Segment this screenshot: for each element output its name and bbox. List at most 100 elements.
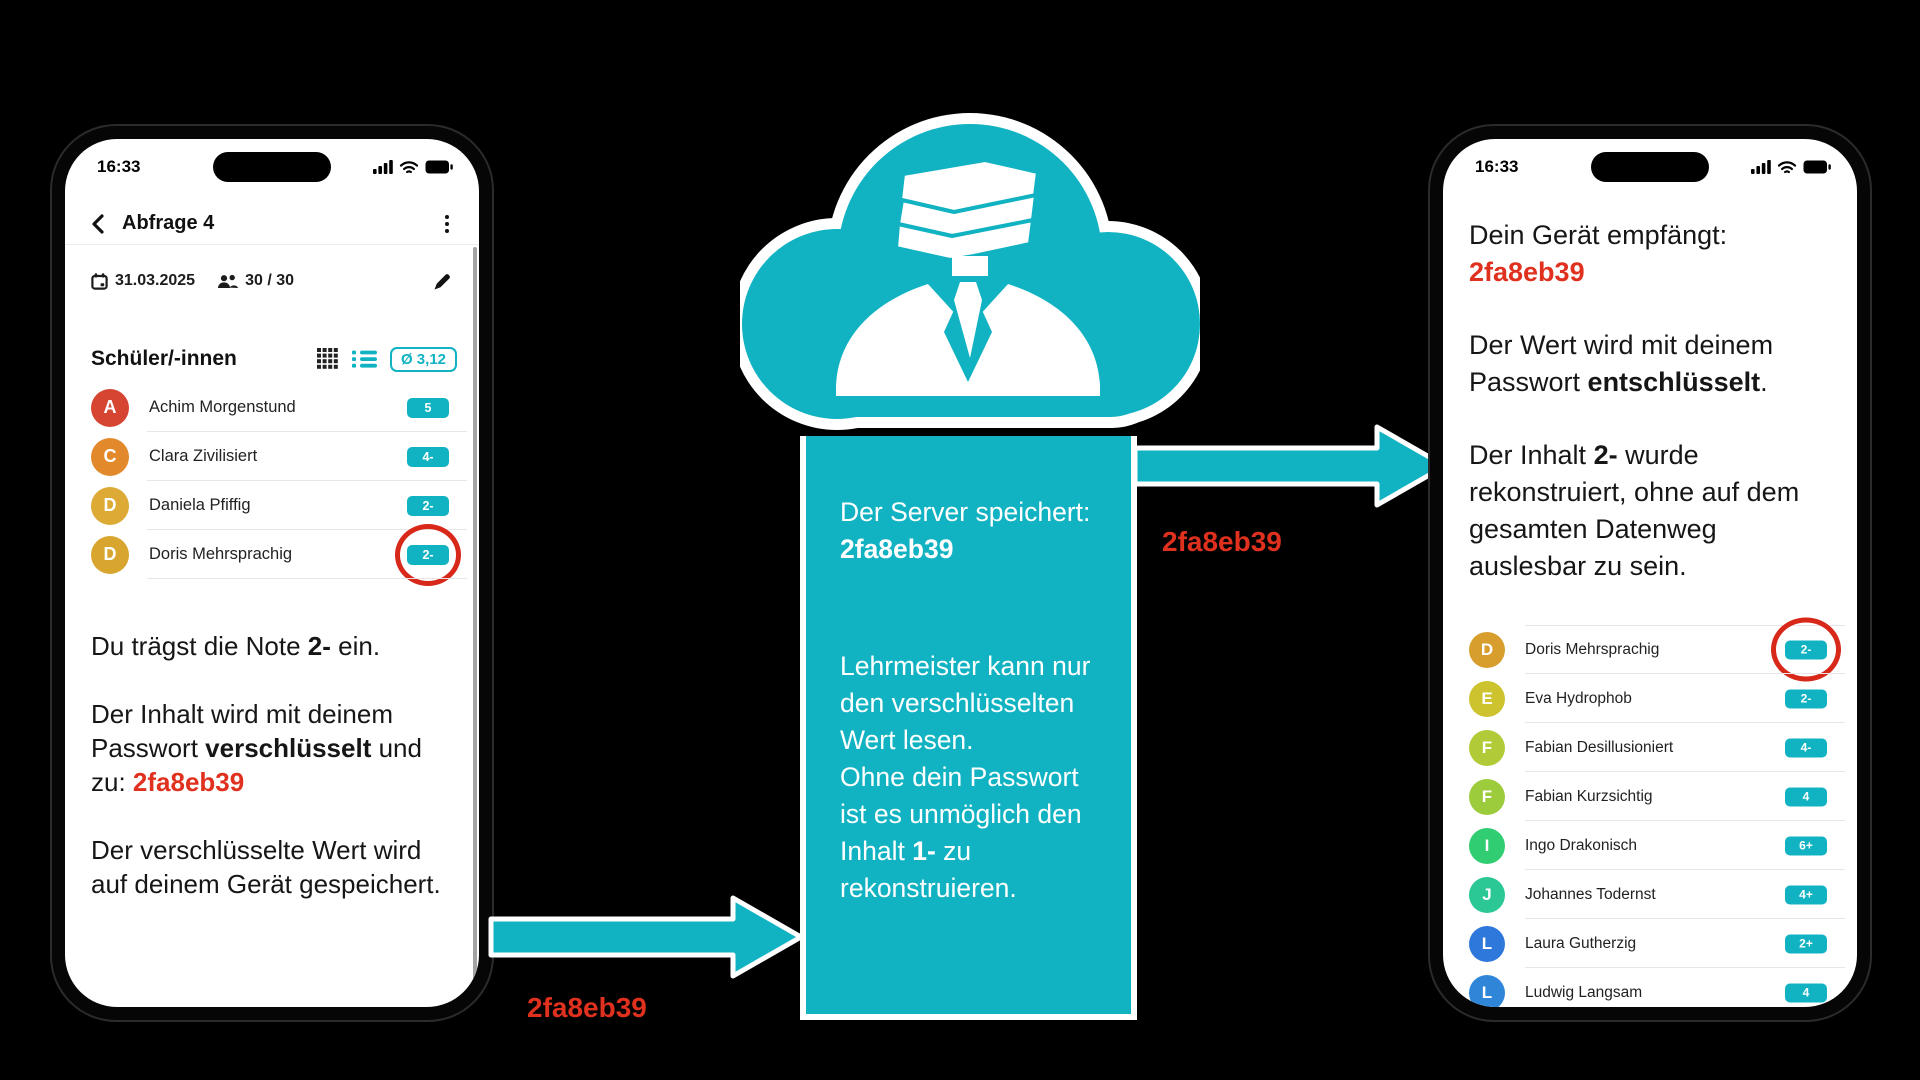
- student-name: Daniela Pfiffig: [149, 496, 251, 514]
- text-segment: wurde: [1617, 440, 1699, 470]
- paragraph: Dein Gerät empfängt:2fa8eb39: [1469, 217, 1841, 291]
- text-segment: Der Wert wird mit deinem: [1469, 330, 1774, 360]
- cellular-bars-icon: [1751, 160, 1771, 174]
- edit-pencil-button[interactable]: [432, 271, 453, 292]
- left-phone-screen: 16:33 Abfrage 4: [65, 139, 479, 1007]
- student-name: Doris Mehrsprachig: [149, 545, 293, 563]
- text-segment: zu:: [91, 767, 133, 797]
- student-name: Clara Zivilisiert: [149, 447, 258, 465]
- clock-text: 16:33: [97, 157, 141, 176]
- cipher-label-right: 2fa8eb39: [1162, 526, 1282, 557]
- avatar: I: [1469, 827, 1505, 864]
- grid-view-icon[interactable]: [316, 348, 339, 370]
- text-segment: verschlüsselt: [205, 733, 372, 763]
- text-segment: den verschlüsselten: [840, 688, 1075, 718]
- text-segment: .: [1760, 367, 1768, 397]
- grade-badge[interactable]: 2-: [407, 495, 449, 516]
- student-row[interactable]: D Daniela Pfiffig 2-: [91, 481, 467, 530]
- arrow-left-to-server: [488, 895, 804, 979]
- battery-icon: [425, 160, 453, 174]
- cellular-bars-icon: [373, 160, 393, 174]
- grade-badge[interactable]: 6+: [1785, 836, 1827, 855]
- grade-badge[interactable]: 4-: [407, 446, 449, 467]
- list-view-icon[interactable]: [351, 349, 377, 369]
- text-segment: Der verschlüsselte Wert wird: [91, 835, 422, 865]
- text-segment: Der Inhalt: [1469, 440, 1594, 470]
- page-title: Abfrage 4: [122, 212, 215, 234]
- avatar: L: [1469, 925, 1505, 962]
- avatar: F: [1469, 778, 1505, 815]
- wifi-icon: [399, 160, 419, 175]
- student-row[interactable]: L Laura Gutherzig 2+: [1469, 919, 1845, 968]
- text-segment: auslesbar zu sein.: [1469, 551, 1687, 581]
- avatar: D: [91, 486, 129, 525]
- text-segment: 2-: [1593, 440, 1618, 470]
- grade-badge[interactable]: 4+: [1785, 885, 1827, 904]
- text-segment: rekonstruieren.: [840, 873, 1017, 903]
- status-bar: 16:33: [1443, 151, 1857, 183]
- battery-icon: [1803, 160, 1831, 174]
- wifi-icon: [1777, 160, 1797, 175]
- avatar: D: [1469, 631, 1505, 668]
- students-section-header: Schüler/-innen Ø 3,12: [91, 339, 457, 379]
- grade-badge[interactable]: 4: [1785, 787, 1827, 806]
- participants-count: 30 / 30: [245, 272, 295, 289]
- grade-badge[interactable]: 5: [407, 397, 449, 418]
- grade-badge[interactable]: 4: [1785, 983, 1827, 1002]
- avatar: L: [1469, 974, 1505, 1007]
- student-name: Johannes Todernst: [1525, 885, 1656, 903]
- average-grade-badge: Ø 3,12: [389, 346, 457, 372]
- scrollbar[interactable]: [473, 247, 477, 991]
- calendar-icon: [91, 272, 108, 290]
- student-row[interactable]: L Ludwig Langsam 4: [1469, 968, 1837, 1007]
- clock-text: 16:33: [1475, 157, 1519, 176]
- students-section-title: Schüler/-innen: [91, 347, 237, 370]
- text-segment: und: [371, 733, 422, 763]
- cloud-icon: [740, 113, 1200, 430]
- text-segment: Wert lesen.: [840, 725, 974, 755]
- text-segment: rekonstruiert, ohne auf dem: [1469, 477, 1800, 507]
- dynamic-island: [1591, 152, 1709, 182]
- more-menu-button[interactable]: [441, 211, 453, 237]
- grade-badge[interactable]: 2+: [1785, 934, 1827, 953]
- paragraph: Du trägst die Note 2- ein.: [91, 629, 467, 663]
- text-segment: Passwort: [91, 733, 206, 763]
- cipher-label-left: 2fa8eb39: [527, 992, 647, 1023]
- text-segment: 2-: [307, 631, 331, 661]
- student-name: Laura Gutherzig: [1525, 934, 1637, 952]
- student-row[interactable]: A Achim Morgenstund 5: [91, 383, 467, 432]
- people-icon: [217, 274, 238, 289]
- grade-badge[interactable]: 4-: [1785, 738, 1827, 757]
- text-segment: Passwort: [1469, 367, 1588, 397]
- student-row[interactable]: C Clara Zivilisiert 4-: [91, 432, 467, 481]
- student-name: Ludwig Langsam: [1525, 983, 1643, 1001]
- text-segment: entschlüsselt: [1587, 367, 1761, 397]
- back-button[interactable]: [91, 213, 104, 234]
- text-segment: auf deinem Gerät gespeichert.: [91, 869, 441, 899]
- text-segment: Dein Gerät empfängt:: [1469, 220, 1728, 250]
- dynamic-island: [213, 152, 331, 182]
- grade-badge[interactable]: 2-: [1785, 689, 1827, 708]
- arrow-server-to-right: [1132, 424, 1448, 508]
- text-segment: ein.: [330, 631, 381, 661]
- left-phone: 16:33 Abfrage 4: [52, 126, 492, 1020]
- survey-date: 31.03.2025: [115, 272, 196, 289]
- avatar: A: [91, 388, 129, 427]
- text-segment: zu: [935, 836, 972, 866]
- student-name: Achim Morgenstund: [149, 398, 296, 416]
- avatar: C: [91, 437, 129, 476]
